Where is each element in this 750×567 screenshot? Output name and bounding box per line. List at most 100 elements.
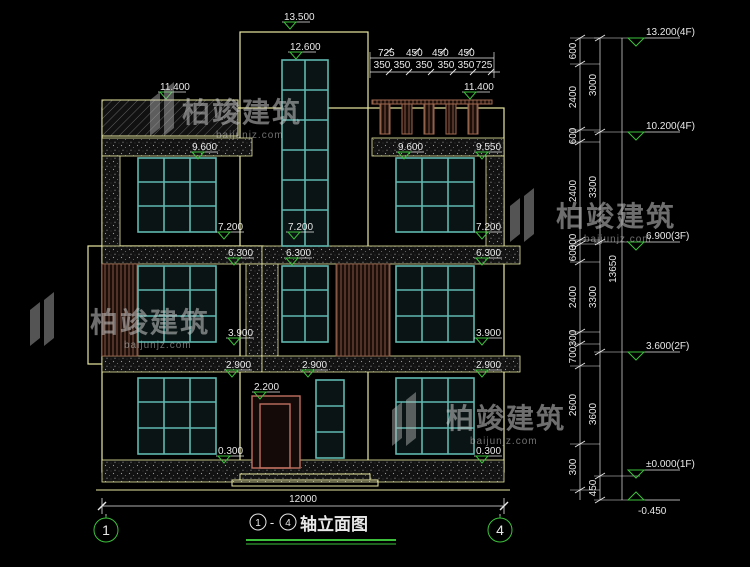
watermark-brand: 柏竣建筑 <box>182 96 302 128</box>
floor-level-label: 13.200(4F) <box>646 27 695 38</box>
pergola-rafter <box>467 103 479 135</box>
floor-level-marker: 6.900(3F) <box>626 231 689 251</box>
window-l1-mid <box>315 379 345 459</box>
floor-level-marker: -0.450 <box>626 491 680 517</box>
middle-dim-label: 3300 <box>588 285 599 308</box>
watermark-3: 柏竣建筑 baijunjz.com <box>30 292 210 351</box>
elevation-label: 2.200 <box>254 382 279 393</box>
elevation-marker: 0.300 <box>216 446 244 464</box>
window-stair-tall <box>281 59 329 247</box>
floor-level-label: ±0.000(1F) <box>646 459 695 470</box>
elevation-label: 0.300 <box>218 446 243 457</box>
elevation-marker: 11.400 <box>158 82 190 100</box>
elevation-label: 9.550 <box>476 142 501 153</box>
pergola-dimension-chain <box>369 52 500 78</box>
elevation-label: 9.600 <box>192 142 217 153</box>
elevation-markers: 13.500 12.600 11.400 11.400 9.600 9.600 9.550 7… <box>158 12 502 464</box>
pergola-top-dims: 725 450 450 450 <box>378 47 475 59</box>
pergola-dim-top: 725 <box>378 48 395 59</box>
floor-level-label: 3.600(2F) <box>646 341 689 352</box>
drawing-title: 1 - 4 轴立面图 <box>246 513 396 545</box>
elevation-label: 7.200 <box>476 222 501 233</box>
elevation-marker: 9.600 <box>396 142 424 160</box>
elevation-label: 13.500 <box>284 12 315 23</box>
watermark-brand: 柏竣建筑 <box>556 200 676 232</box>
axis-left-label: 1 <box>102 522 110 538</box>
watermark-url: baijunjz.com <box>470 436 538 447</box>
middle-dim-label: 450 <box>588 479 599 496</box>
band-l3-pier-left <box>101 155 121 249</box>
overall-height-label: 13650 <box>608 255 619 283</box>
window-l1-left <box>137 377 217 455</box>
elevation-marker: 7.200 <box>286 222 314 240</box>
watermark-brand: 柏竣建筑 <box>90 306 210 338</box>
pergola-dim-top: 450 <box>432 48 449 59</box>
elevation-marker: 9.600 <box>190 142 218 160</box>
window-l2-left <box>137 265 217 343</box>
watermark-4: 柏竣建筑 baijunjz.com <box>392 392 564 447</box>
middle-dim-label: 3600 <box>588 402 599 425</box>
elevation-label: 2.900 <box>226 360 251 371</box>
pergola-dim-bottom: 350 <box>394 60 411 71</box>
floor-level-marker: 3.600(2F) <box>626 341 689 361</box>
elevation-label: 6.300 <box>228 248 253 259</box>
elevation-marker: 2.200 <box>252 382 280 400</box>
pergola-dim-bottom: 350 <box>416 60 433 71</box>
title-axis-end: 4 <box>285 518 291 529</box>
watermarks: 柏竣建筑 baijunjz.com 柏竣建筑 baijunjz.com 柏竣建筑… <box>30 82 676 447</box>
elevation-label: 6.300 <box>476 248 501 259</box>
pergola-rafter <box>423 103 435 135</box>
axis-right-label: 4 <box>496 522 504 538</box>
watermark-url: baijunjz.com <box>584 234 652 245</box>
inner-dim-label: 2400 <box>568 285 579 308</box>
elevation-marker: 9.550 <box>474 142 502 160</box>
middle-dim-label: 3300 <box>588 175 599 198</box>
band-l2-pier-mid <box>261 263 279 359</box>
inner-dim-label: 300 <box>568 233 579 250</box>
middle-dim-label: 3000 <box>588 73 599 96</box>
logo-icon <box>392 392 416 446</box>
elevation-label: 7.200 <box>218 222 243 233</box>
band-plinth <box>101 459 505 483</box>
pergola-dim-top: 450 <box>406 48 423 59</box>
band-l3-eave-left <box>101 137 253 157</box>
band-l2-pier-left <box>245 263 263 359</box>
window-l3-right <box>395 157 475 233</box>
logo-icon <box>30 292 54 346</box>
floor-level-marker: 13.200(4F) <box>626 27 695 47</box>
floor-level-marker: ±0.000(1F) <box>626 459 695 479</box>
elevation-label: 0.300 <box>476 446 501 457</box>
inner-dim-label: 2600 <box>568 393 579 416</box>
floor-level-label: -0.450 <box>638 506 667 517</box>
pergola-dim-bottom: 350 <box>458 60 475 71</box>
inner-dim-label: 2400 <box>568 179 579 202</box>
elevation-label: 11.400 <box>160 82 190 93</box>
wood-cladding-right <box>335 263 391 357</box>
vertical-dimension-lines <box>579 38 623 500</box>
elevation-marker: 2.900 <box>300 360 328 378</box>
title-axis-start: 1 <box>255 518 261 529</box>
inner-dim-label: 2400 <box>568 85 579 108</box>
roof-pergola <box>371 99 493 135</box>
elevation-marker: 7.200 <box>216 222 244 240</box>
pergola-dim-top: 450 <box>458 48 475 59</box>
elevation-label: 12.600 <box>290 42 321 53</box>
stone-bands <box>101 137 521 483</box>
pergola-beam <box>371 99 493 105</box>
axis-markers <box>93 516 513 543</box>
title-text: 轴立面图 <box>300 514 368 535</box>
elevation-marker: 13.500 <box>282 12 315 30</box>
inner-dim-label: 300 <box>568 458 579 475</box>
elevation-marker: 11.400 <box>462 82 494 100</box>
window-l3-left <box>137 157 217 233</box>
elevation-marker: 6.300 <box>474 248 502 266</box>
inner-dim-label: 300 <box>568 329 579 346</box>
elevation-label: 6.300 <box>286 248 311 259</box>
elevation-label: 3.900 <box>476 328 501 339</box>
left-parapet <box>101 99 239 137</box>
title-dash: - <box>270 515 274 530</box>
elevation-marker: 7.200 <box>474 222 502 240</box>
watermark-url: baijunjz.com <box>124 340 192 351</box>
window-l2-right <box>395 265 475 343</box>
